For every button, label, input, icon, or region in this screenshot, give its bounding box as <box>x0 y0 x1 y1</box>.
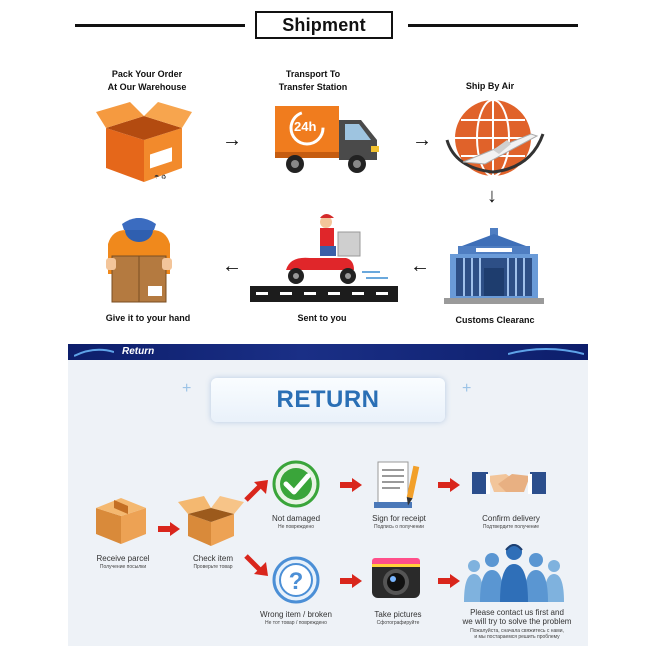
wrong-item-sub: Не тот товар / повреждено <box>265 620 327 626</box>
banner-swoosh-right <box>508 348 584 355</box>
return-card-title: RETURN <box>211 378 445 422</box>
take-pictures-sub: Сфотографируйте <box>376 620 420 626</box>
red-arrow-ok-sign <box>340 478 362 492</box>
shipment-title: Shipment <box>255 11 393 39</box>
take-pictures-label: Take pictures <box>374 610 422 619</box>
not-damaged-sub: Не повреждено <box>277 524 314 530</box>
courier-holding-box-icon <box>106 218 172 303</box>
customs-building-icon <box>444 228 544 304</box>
red-arrow-check-ok <box>244 480 268 502</box>
arrow-right-1: → <box>222 129 242 151</box>
red-arrow-pictures-contact <box>438 574 460 588</box>
return-banner: Return <box>68 344 588 360</box>
step-sent-label: Sent to you <box>297 313 347 323</box>
red-arrow-check-wrong <box>244 554 268 576</box>
red-arrow-receive-check <box>158 522 180 536</box>
confirm-delivery-label: Confirm delivery <box>482 514 540 523</box>
parcel-box-icon <box>96 498 146 544</box>
24h-badge: 24h <box>294 119 317 134</box>
receive-parcel-sub: Получение посылки <box>99 564 147 570</box>
question-mark-icon: ? <box>272 556 320 604</box>
document-pen-icon <box>374 461 420 508</box>
arrow-left-1: ← <box>410 255 430 277</box>
not-damaged-label: Not damaged <box>271 514 321 523</box>
step-pack-label: Pack Your Order At Our Warehouse <box>107 69 187 92</box>
header-rule-right <box>408 24 578 27</box>
camera-icon <box>372 558 420 598</box>
plus-decoration-left: + <box>182 380 192 397</box>
globe-airplane-icon <box>445 99 545 177</box>
green-check-icon <box>272 460 320 508</box>
svg-text:?: ? <box>289 568 304 595</box>
svg-text:☂ ♻: ☂ ♻ <box>154 174 166 181</box>
step-transport-label: Transport To Transfer Station <box>278 69 348 92</box>
step-hand-label: Give it to your hand <box>105 313 191 323</box>
arrow-right-2: → <box>412 129 432 151</box>
check-item-label: Check item <box>192 554 233 563</box>
header-rule-left <box>75 24 245 27</box>
return-banner-title: Return <box>122 346 155 357</box>
check-item-sub: Проверьте товар <box>193 564 233 570</box>
sign-receipt-label: Sign for receipt <box>372 514 426 523</box>
step-customs-label: Customs Clearanc <box>455 315 535 325</box>
open-carton-icon <box>178 496 244 546</box>
receive-parcel-label: Receive parcel <box>96 554 150 563</box>
red-arrow-wrong-pictures <box>340 574 362 588</box>
confirm-delivery-sub: Подтвердите получение <box>482 524 540 530</box>
return-panel: Return + + RETURN Receive parcel Получен… <box>68 344 588 646</box>
support-team-icon <box>464 544 564 602</box>
handshake-icon <box>472 472 546 494</box>
contact-us-label: Please contact us first and we will try … <box>462 608 572 626</box>
wrong-item-label: Wrong item / broken <box>260 610 332 619</box>
red-arrow-sign-confirm <box>438 478 460 492</box>
banner-swoosh-left <box>74 348 114 357</box>
step-air-label: Ship By Air <box>465 81 515 91</box>
open-box-icon: ☂ ♻ <box>96 102 192 182</box>
arrow-down: ↓ <box>487 185 497 207</box>
contact-us-sub: Пожалуйста, сначала свяжитесь с нами, и … <box>470 628 564 640</box>
arrow-left-2: ← <box>222 255 242 277</box>
delivery-truck-icon <box>275 106 379 173</box>
plus-decoration-right: + <box>462 380 472 397</box>
sign-receipt-sub: Подпись о получении <box>374 524 424 530</box>
delivery-scooter-icon <box>250 214 398 302</box>
